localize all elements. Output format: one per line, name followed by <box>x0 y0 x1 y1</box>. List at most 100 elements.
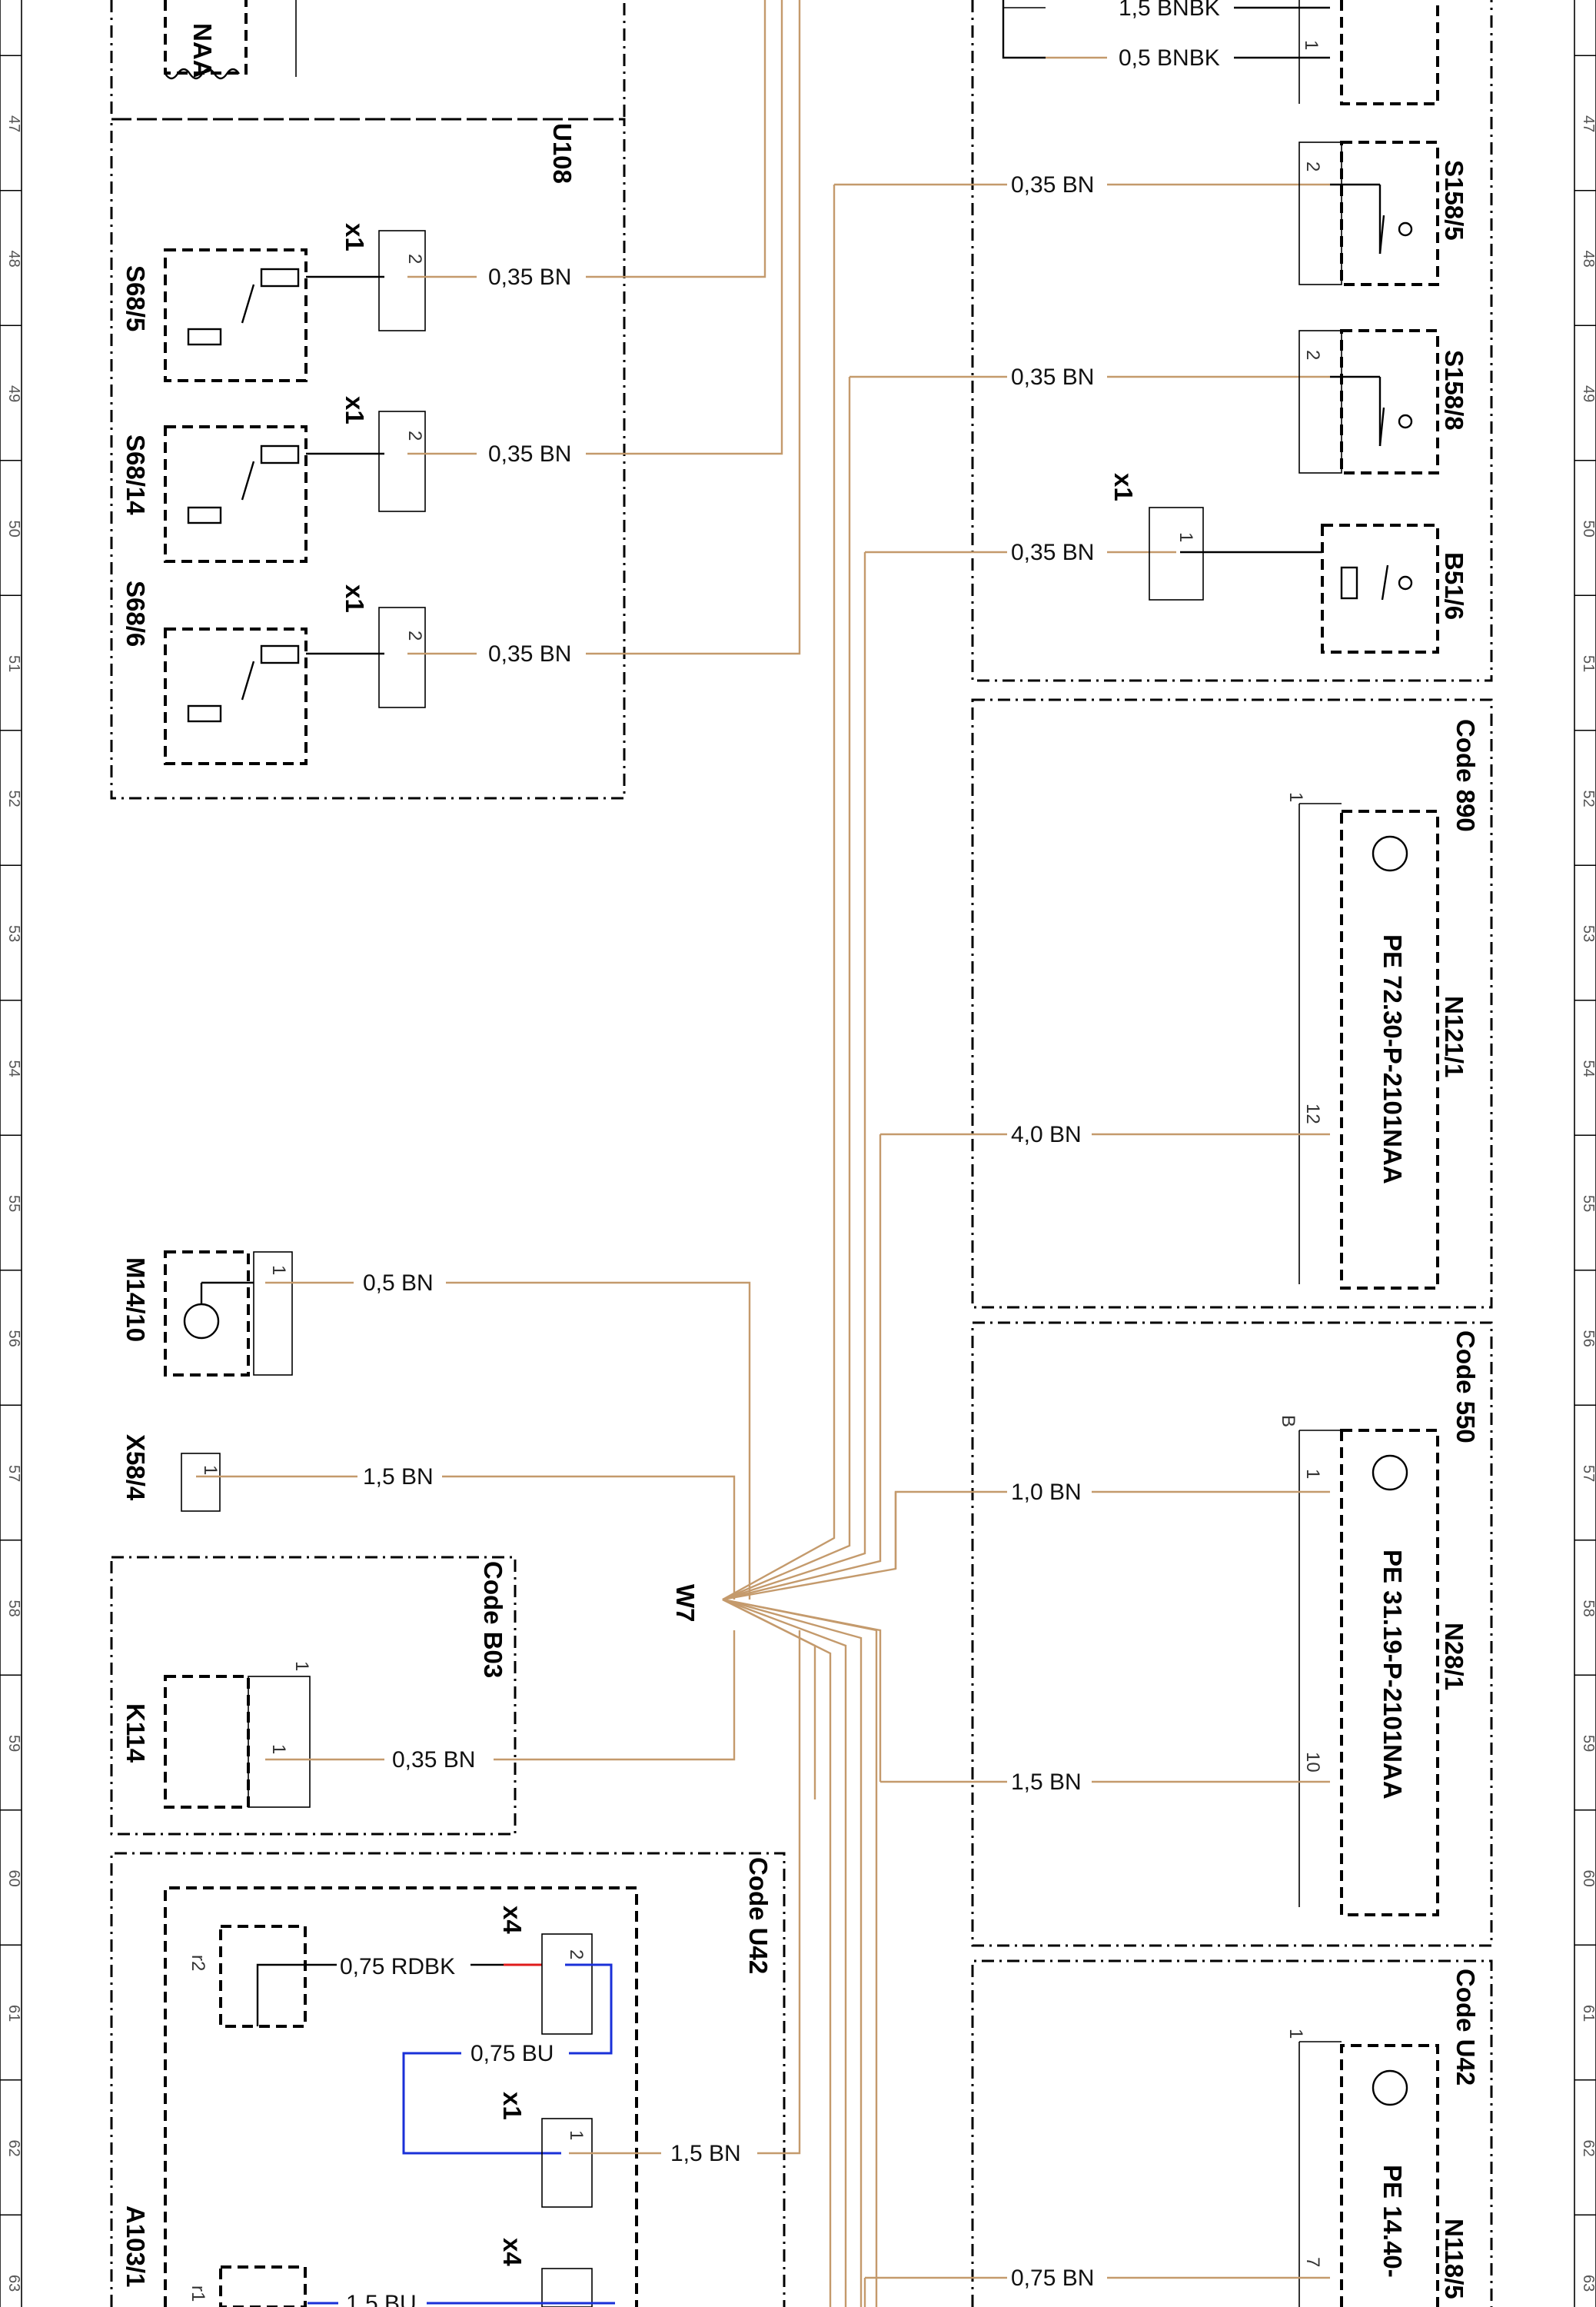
a103-x1: x1 <box>498 2092 527 2120</box>
wire-label-n28-1: 1,0 BN <box>1011 1480 1082 1505</box>
wire-label-k114: 0,35 BN <box>392 1747 475 1773</box>
wire-label-bnbk-a: 1,5 BNBK <box>1119 0 1220 21</box>
ruler-number: 63 <box>5 2275 22 2292</box>
b51-6-sensor: 0,35 BN 1 x1 B51/6 <box>865 473 1468 654</box>
w7-label: W7 <box>671 1584 700 1623</box>
ruler-number: 61 <box>5 2005 22 2022</box>
ruler-number: 60 <box>1580 1870 1596 1887</box>
ruler-number: 62 <box>1580 2140 1596 2157</box>
ruler-number: 58 <box>1580 1600 1596 1617</box>
s158-8-pin: 2 <box>1302 350 1323 360</box>
n118-label: N118/5 <box>1440 2219 1468 2299</box>
k114-code: Code B03 <box>479 1561 507 1678</box>
s158-8-label: S158/8 <box>1440 350 1468 431</box>
ruler-number: 49 <box>1580 385 1596 402</box>
n28-pin1: 1 <box>1302 1469 1323 1479</box>
ruler-number: 63 <box>1580 2275 1596 2292</box>
ruler-number: 47 <box>1580 115 1596 132</box>
m14-pin: 1 <box>268 1265 289 1275</box>
ruler-number: 58 <box>5 1600 22 1617</box>
ruler-number: 53 <box>5 925 22 942</box>
a103-x4a: x4 <box>498 1906 527 1934</box>
n28-pin-b: B <box>1278 1415 1298 1427</box>
wire-label-s158-5: 0,35 BN <box>1011 172 1094 198</box>
n121-ref: PE 72.30-P-2101NAA <box>1378 934 1407 1184</box>
wire-label-m14: 0,5 BN <box>363 1270 434 1296</box>
ruler-number: 51 <box>1580 655 1596 672</box>
ruler-number: 47 <box>5 115 22 132</box>
wire-label-bu-bottom: 1,5 BU <box>346 2291 417 2307</box>
s68-14-label: S68/14 <box>121 434 150 515</box>
n118-ref: PE 14.40- <box>1378 2165 1407 2278</box>
n28-pin10: 10 <box>1302 1752 1323 1773</box>
ruler-number: 49 <box>5 385 22 402</box>
top-pin-b: 1 <box>1301 40 1322 50</box>
n118-pin: 7 <box>1302 2257 1323 2267</box>
ruler-number: 48 <box>5 251 22 268</box>
ruler-number: 60 <box>5 1870 22 1887</box>
n118-5-module: Code U42 1 PE 14.40- N118/5 0,75 BN 7 <box>865 1959 1493 2307</box>
a103-code: Code U42 <box>744 1857 773 1974</box>
b51-label: B51/6 <box>1440 552 1468 620</box>
ruler-number: 48 <box>1580 251 1596 268</box>
ruler-number: 61 <box>1580 2005 1596 2022</box>
s68-6-conn: x1 <box>341 584 369 613</box>
x58-label: X58/4 <box>121 1434 150 1501</box>
n118-pin-top: 1 <box>1285 2029 1306 2039</box>
ruler-number: 59 <box>5 1735 22 1752</box>
n121-1-module: Code 890 1 PE 72.30-P-2101NAA N121/1 4,0… <box>880 698 1493 1309</box>
k114-relay: Code B03 1 1 K114 0,35 BN <box>110 1556 736 1836</box>
b51-pin: 1 <box>1175 532 1196 542</box>
m14-10-motor: 1 M14/10 0,5 BN <box>121 1250 751 1600</box>
s68-6-label: S68/6 <box>121 581 150 647</box>
a103-label: A103/1 <box>121 2205 150 2287</box>
k114-top-pin: 1 <box>291 1661 312 1671</box>
s68-6-pin: 2 <box>404 631 425 641</box>
wire-label-x58: 1,5 BN <box>363 1464 434 1490</box>
ruler-number: 62 <box>5 2140 22 2157</box>
right-top-module: 1,5 BNBK 0,5 BNBK 1 <box>971 0 1493 682</box>
n28-ref: PE 31.19-P-2101NAA <box>1378 1550 1407 1799</box>
ruler-number: 56 <box>1580 1330 1596 1347</box>
s68-5-switch: S68/5 x1 2 <box>121 223 426 382</box>
u108-module: U108 S68/5 x1 2 S68/14 x1 2 <box>110 118 626 800</box>
partial-label: NAA <box>188 23 217 78</box>
s68-14-pin: 2 <box>404 431 425 441</box>
n121-pin-top: 1 <box>1285 792 1306 802</box>
a103-x4b: x4 <box>498 2238 527 2266</box>
wire-label-bnbk-b: 0,5 BNBK <box>1119 45 1220 71</box>
n28-1-module: Code 550 B PE 31.19-P-2101NAA N28/1 1,0 … <box>880 1321 1493 1947</box>
a103-x4a-pin: 2 <box>566 1949 587 1959</box>
a103-1-module: Code U42 A103/1 r2 0,75 RDBK 2 x4 0,75 B… <box>110 1630 801 2307</box>
n28-label: N28/1 <box>1440 1623 1468 1690</box>
ruler-number: 57 <box>1580 1465 1596 1482</box>
u108-title: U108 <box>548 123 577 184</box>
ruler-number: 55 <box>5 1195 22 1212</box>
ruler-number: 57 <box>5 1465 22 1482</box>
n121-label: N121/1 <box>1440 996 1468 1077</box>
s68-5-conn: x1 <box>341 223 369 251</box>
wire-label-b51: 0,35 BN <box>1011 540 1094 565</box>
ruler-number: 56 <box>5 1330 22 1347</box>
k114-label: K114 <box>121 1703 150 1763</box>
s68-14-switch: S68/14 x1 2 <box>121 396 426 563</box>
n121-code: Code 890 <box>1451 719 1480 832</box>
k114-pin: 1 <box>268 1744 289 1754</box>
s68-6-switch: S68/6 x1 2 <box>121 581 426 765</box>
x58-4-connector: 1 X58/4 1,5 BN <box>121 1434 736 1600</box>
wire-label-n28-10: 1,5 BN <box>1011 1769 1082 1795</box>
s158-5-pin: 2 <box>1302 161 1323 171</box>
wire-label-s68-14: 0,35 BN <box>488 441 571 467</box>
n28-code: Code 550 <box>1451 1330 1480 1443</box>
a103-r1: r1 <box>188 2285 208 2302</box>
ruler-number: 53 <box>1580 925 1596 942</box>
ruler-number: 50 <box>5 521 22 538</box>
wire-label-s68-5: 0,35 BN <box>488 265 571 290</box>
a103-r2: r2 <box>188 1955 208 1971</box>
ruler-number: 51 <box>5 655 22 672</box>
s158-5-switch: 0,35 BN 2 S158/5 <box>834 141 1468 286</box>
ruler-number: 54 <box>1580 1060 1596 1077</box>
